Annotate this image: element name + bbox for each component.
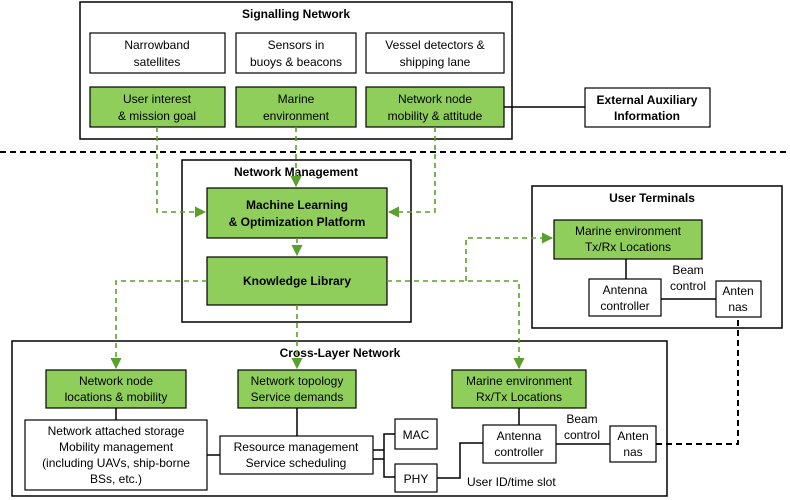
mac-label: MAC [403,428,430,442]
arrow-knowledge-to-terminal-locations [465,232,554,281]
topology-label-2: Service demands [251,390,344,404]
terminal-antenna-controller-box [588,278,662,317]
antenna-wireless-link [656,317,739,445]
terminal-antennas-box [715,280,762,318]
crosslayer-locations-label-2: Rx/Tx Locations [476,390,562,404]
storage-label-4: BSs, etc.) [90,472,142,486]
node-locations-label-1: Network node [79,374,153,388]
sensors-label-2: buoys & beacons [250,55,342,69]
crosslayer-beam-label-2: control [564,428,600,442]
user-terminals-title: User Terminals [609,191,695,205]
crosslayer-locations-label-1: Marine environment [466,374,573,388]
mac-box [394,418,438,450]
arrow-knowledge-to-node-locations [110,280,207,370]
arrow-knowledge-to-crosslayer-locations [387,280,525,370]
node-locations-label-2: locations & mobility [65,390,168,404]
signalling-network-title: Signalling Network [242,7,350,21]
terminal-locations-label-1: Marine environment [575,224,682,238]
resource-label-2: Service scheduling [246,456,347,470]
storage-box [24,419,208,491]
phy-box [394,463,438,493]
terminal-antenna-controller-label-1: Antenna [603,283,648,297]
phy-antenna-link [437,442,483,479]
storage-label-1: Network attached storage [48,424,185,438]
terminal-antenna-controller-label-2: controller [600,299,649,313]
ml-platform-label-2: & Optimization Platform [229,215,366,229]
narrowband-label-2: satellites [134,55,181,69]
terminal-antennas-label-1: Anten [722,284,753,298]
marine-env-label-2: environment [263,109,330,123]
storage-label-2: Mobility management [59,440,174,454]
topology-label-1: Network topology [251,374,344,388]
crosslayer-antennas-label-2: nas [623,445,642,459]
arrow-mobility-to-ml [387,127,436,218]
terminal-antennas-label-2: nas [728,300,747,314]
vessel-label-2: shipping lane [400,55,471,69]
sensors-label-1: Sensors in [268,38,325,52]
crosslayer-antenna-controller-box [482,424,557,464]
resource-label-1: Resource management [234,440,359,454]
terminal-locations-box [553,219,703,260]
external-label-2: Information [614,109,680,123]
crosslayer-antenna-controller-label-1: Antenna [497,429,542,443]
storage-label-3: (including UAVs, ship-borne [42,456,190,470]
crosslayer-antennas-label-1: Anten [617,429,648,443]
marine-env-label-1: Marine [278,92,315,106]
arrow-user-interest-to-ml [156,127,207,218]
node-mobility-label-2: mobility & attitude [388,109,483,123]
cross-layer-title: Cross-Layer Network [280,346,401,360]
narrowband-satellites-box [89,32,226,74]
external-label-1: External Auxiliary [597,93,698,107]
phy-label: PHY [404,472,429,486]
crosslayer-beam-label-1: Beam [566,412,597,426]
terminal-beam-label-2: control [670,279,706,293]
mac-phy-bracket [373,433,395,478]
knowledge-library-label: Knowledge Library [243,274,351,288]
crosslayer-locations-box [451,369,587,409]
user-interest-label-1: User interest [123,92,192,106]
resource-box [219,435,374,475]
vessel-detectors-box [365,32,505,74]
marine-environment-box [235,86,357,128]
terminal-locations-label-2: Tx/Rx Locations [585,240,671,254]
sensors-box [235,32,357,74]
vessel-label-1: Vessel detectors & [385,38,484,52]
node-mobility-label-1: Network node [398,92,472,106]
crosslayer-antenna-controller-label-2: controller [494,445,543,459]
ml-platform-label-1: Machine Learning [246,198,348,212]
narrowband-label-1: Narrowband [124,38,189,52]
terminal-beam-label-1: Beam [672,263,703,277]
external-auxiliary-box [584,87,711,128]
node-locations-box [45,369,187,409]
user-interest-label-2: & mission goal [118,109,196,123]
ml-platform-box [206,187,388,239]
user-id-label: User ID/time slot [467,475,556,489]
topology-box [237,369,357,409]
